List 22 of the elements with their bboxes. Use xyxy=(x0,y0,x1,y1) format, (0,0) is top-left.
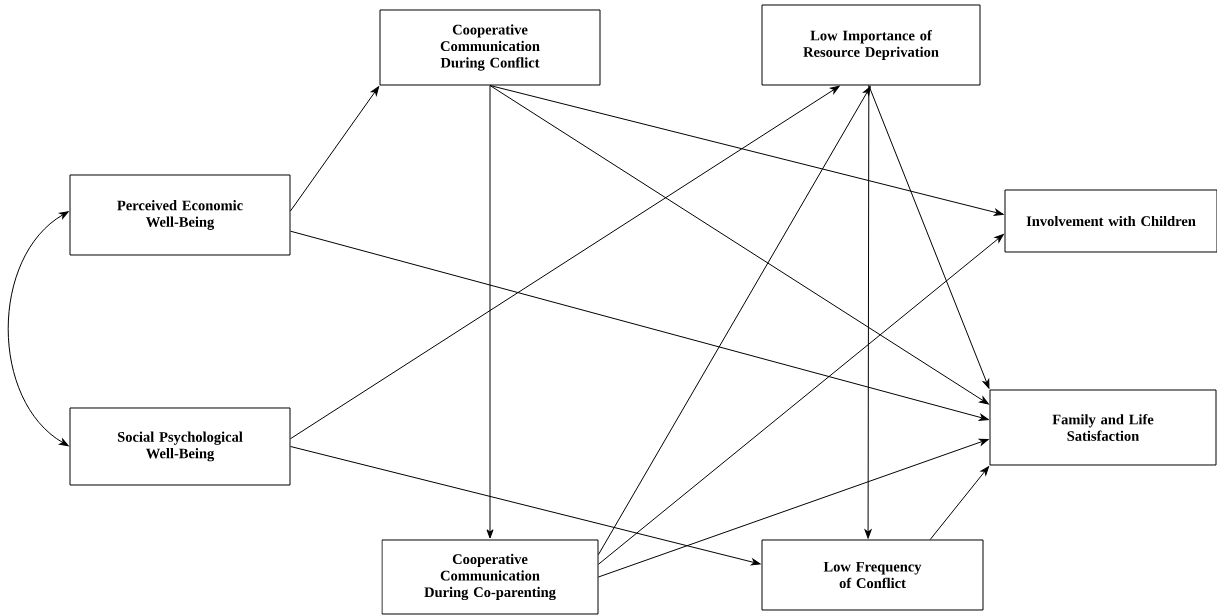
variable-box: Perceived Economic Well-Being xyxy=(69,174,291,256)
variable-box: Low Importance of Resource Deprivation xyxy=(761,4,981,86)
arrow xyxy=(489,85,989,405)
arrow xyxy=(598,234,1004,565)
variable-box: Low Frequency of Conflict xyxy=(761,539,984,611)
arrow xyxy=(598,86,871,555)
variable-box: Family and Life Satisfaction xyxy=(989,389,1217,466)
arrow xyxy=(598,438,989,578)
arrow xyxy=(290,85,840,440)
arrow xyxy=(929,466,990,540)
arrow xyxy=(486,85,494,539)
arrow xyxy=(864,85,872,539)
arrow xyxy=(868,85,990,389)
variable-box: Cooperative Communication During Co-parenting xyxy=(381,539,599,615)
variable-box: Cooperative Communication During Conflict xyxy=(379,9,601,86)
arrow xyxy=(290,446,761,566)
arrow xyxy=(290,230,989,421)
arrow xyxy=(489,85,1004,216)
arrow xyxy=(290,86,380,212)
variable-box: Social Psychological Well-Being xyxy=(69,407,291,486)
arrow xyxy=(7,211,69,447)
variable-box: Involvement with Children xyxy=(1004,189,1217,253)
